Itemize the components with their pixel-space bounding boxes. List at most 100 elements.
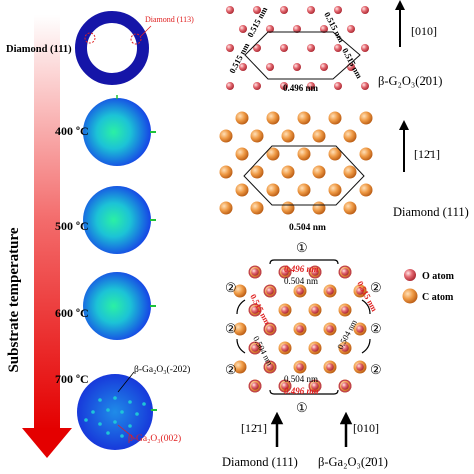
o-atom — [361, 6, 369, 14]
o-atom — [251, 382, 259, 390]
temperature-axis-label: Substrate temperature — [6, 227, 22, 372]
o-atom — [253, 82, 261, 90]
diamond-plane-label: Diamond (111) — [393, 205, 469, 219]
o-atom — [356, 363, 364, 371]
legend-o-atom-label: O atom — [422, 271, 455, 282]
o-atom — [226, 44, 234, 52]
direction-121-bottom: [12̄1] — [241, 421, 267, 435]
o-atom — [226, 82, 234, 90]
rheed-spot — [84, 418, 88, 422]
c-atom — [359, 147, 373, 161]
legend-o-atom-swatch — [404, 269, 416, 281]
o-atom — [320, 63, 328, 71]
rheed-spot — [106, 408, 110, 412]
c-atom — [250, 201, 264, 215]
c-atom — [312, 165, 326, 179]
overlay-brackets — [236, 259, 371, 395]
diamond-113-annotation: Diamond (113) — [145, 15, 194, 24]
o-atom — [326, 287, 334, 295]
o-atom — [296, 325, 304, 333]
o-atom — [280, 82, 288, 90]
o-atom — [296, 287, 304, 295]
o-atom — [334, 6, 342, 14]
rheed-diamond-111 — [75, 11, 152, 85]
o-atom — [239, 63, 247, 71]
o-atom — [341, 344, 349, 352]
row-label-500c: 500 ºC — [55, 219, 89, 233]
row-label-600c: 600 ºC — [55, 306, 89, 320]
bottom-ga2o3-label: β-Ga₂O₃(2̄01) — [318, 455, 388, 469]
o-atom — [253, 44, 261, 52]
rheed-spot — [120, 434, 124, 438]
o-atom — [266, 325, 274, 333]
marker-2-right-upper: ② — [370, 280, 382, 295]
c-atom — [235, 147, 249, 161]
c-atom — [297, 111, 311, 125]
c-atom — [250, 165, 264, 179]
o-atom — [293, 63, 301, 71]
direction-121-mid: [12̄1] — [414, 147, 440, 161]
overlay-top-red: 0.496 nm — [284, 264, 319, 274]
o-atom — [251, 306, 259, 314]
o-atom — [280, 6, 288, 14]
ga2o3-202-annotation: β-Ga₂O₃(-202) — [134, 364, 190, 375]
c-atom — [219, 129, 233, 143]
rheed-spot — [113, 420, 117, 424]
c-atom — [266, 147, 280, 161]
overlay-bottom-black: 0.504 nm — [284, 374, 318, 384]
direction-010-top: [010] — [411, 24, 437, 38]
o-atom — [356, 325, 364, 333]
c-atom — [250, 129, 264, 143]
o-atom — [311, 306, 319, 314]
o-atom — [266, 63, 274, 71]
rheed-spot — [120, 410, 124, 414]
c-atom — [266, 111, 280, 125]
rheed-spot — [135, 412, 139, 416]
rheed-spot — [128, 424, 132, 428]
overlay-bottom-red: 0.496 nm — [284, 386, 319, 396]
o-atom — [311, 344, 319, 352]
o-atom — [226, 6, 234, 14]
c-atom — [233, 284, 247, 298]
c-atom — [312, 201, 326, 215]
direction-010-bottom: [010] — [353, 421, 379, 435]
ga2o3-lattice — [226, 6, 369, 90]
o-atom — [281, 382, 289, 390]
legend-c-atom-label: C atom — [422, 292, 454, 303]
c-atom — [233, 322, 247, 336]
rheed-700c — [77, 371, 157, 450]
c-atom — [343, 201, 357, 215]
o-atom — [341, 268, 349, 276]
marker-1-bottom: ① — [296, 400, 308, 415]
o-atom — [281, 306, 289, 314]
rheed-600c — [83, 272, 156, 340]
legend: O atom C atom — [402, 269, 455, 304]
c-atom — [328, 111, 342, 125]
c-atom — [297, 183, 311, 197]
rheed-spot — [91, 410, 95, 414]
o-atom — [311, 268, 319, 276]
c-atom — [266, 183, 280, 197]
c-atom — [328, 147, 342, 161]
diamond-hexagon — [243, 145, 365, 206]
bottom-diamond-label: Diamond (111) — [222, 455, 298, 469]
c-atom — [343, 129, 357, 143]
ga2o3-spacing-bottom: 0.496 nm — [283, 83, 319, 93]
o-atom — [239, 25, 247, 33]
o-atom — [266, 287, 274, 295]
ga2o3-002-annotation: β-Ga₂O₃(002) — [128, 433, 181, 444]
c-atom — [219, 165, 233, 179]
o-atom — [361, 82, 369, 90]
o-atom — [356, 287, 364, 295]
row-label-diamond-111: Diamond (111) — [6, 44, 72, 55]
o-atom — [341, 382, 349, 390]
diamond-lattice — [219, 111, 373, 215]
c-atom — [312, 129, 326, 143]
ga2o3-hexagon — [244, 31, 361, 80]
c-atom — [328, 183, 342, 197]
rheed-spot — [142, 402, 146, 406]
c-atom — [235, 183, 249, 197]
marker-2-right-lower: ② — [370, 362, 382, 377]
o-atom — [251, 344, 259, 352]
o-atom — [280, 44, 288, 52]
